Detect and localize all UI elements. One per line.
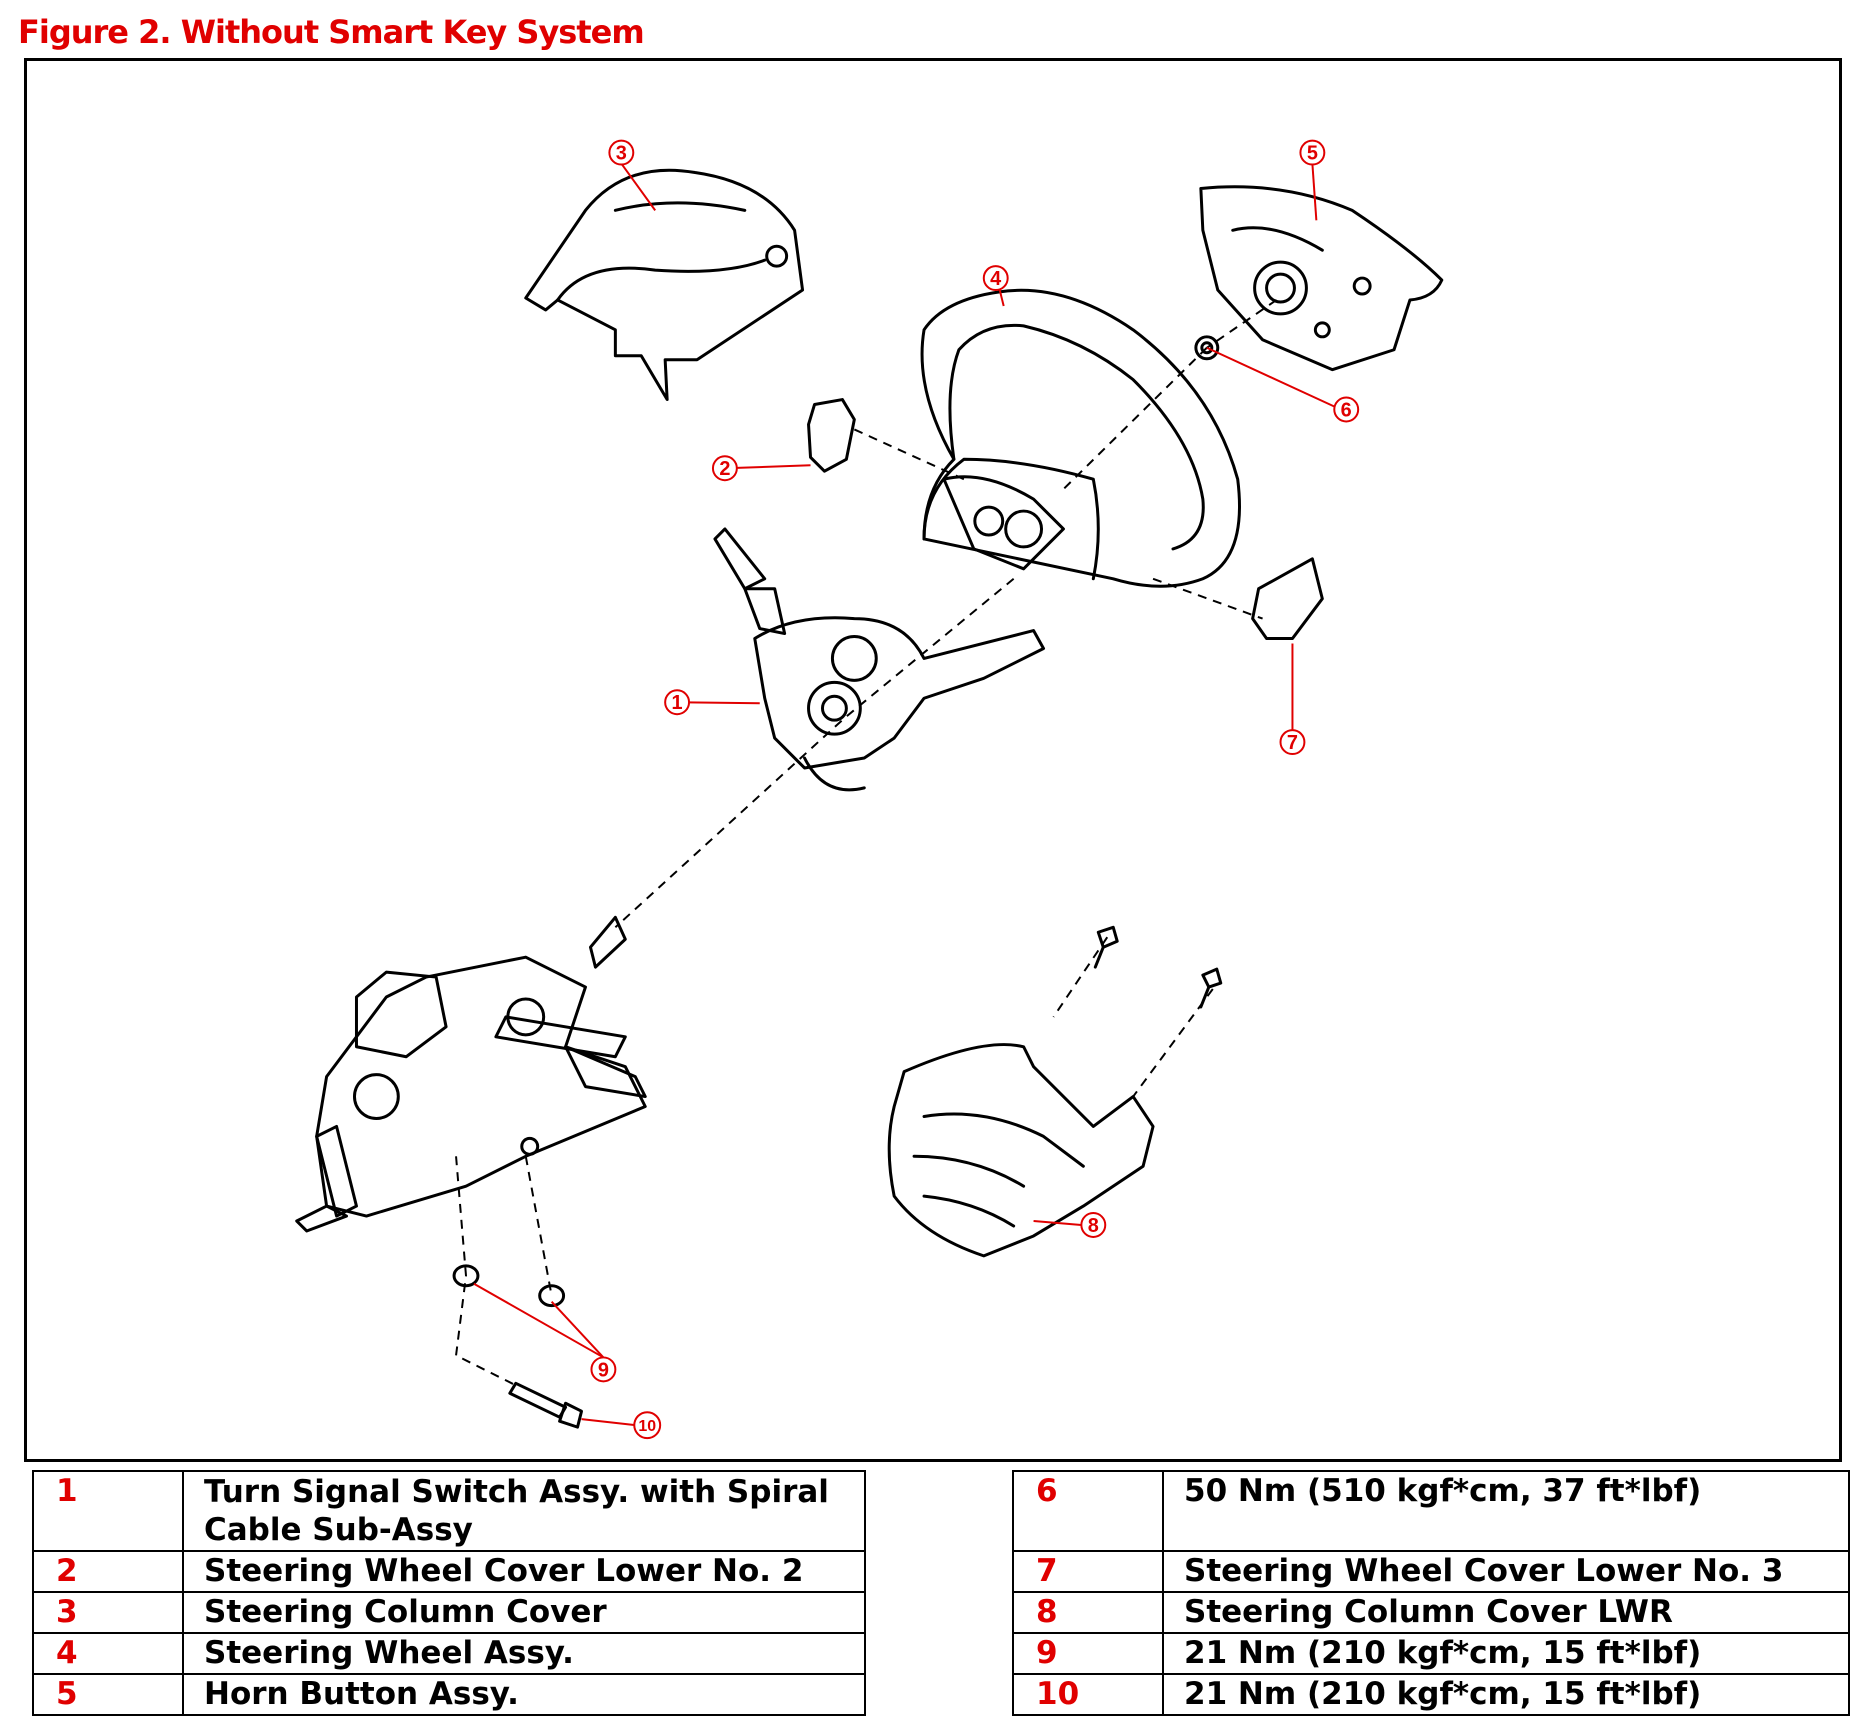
callout-5: 5 <box>1299 139 1326 166</box>
legend-description: Turn Signal Switch Assy. with Spiral Cab… <box>182 1470 866 1552</box>
svg-text:2: 2 <box>719 458 730 480</box>
legend-row: 6 50 Nm (510 kgf*cm, 37 ft*lbf) <box>1012 1470 1850 1552</box>
legend-table-left: 1 Turn Signal Switch Assy. with Spiral C… <box>32 1470 866 1716</box>
horn-button-part <box>1199 185 1444 372</box>
wheel-cover-lower-3-part <box>1251 557 1324 641</box>
legend-description: 21 Nm (210 kgf*cm, 15 ft*lbf) <box>1162 1673 1850 1716</box>
legend-number: 1 <box>32 1470 184 1552</box>
legend-description-text: Turn Signal Switch Assy. with Spiral Cab… <box>204 1474 829 1548</box>
legend-description: Steering Wheel Cover Lower No. 3 <box>1162 1550 1850 1593</box>
svg-text:10: 10 <box>638 1418 656 1435</box>
turn-signal-switch-part <box>713 527 1046 792</box>
legend-number: 7 <box>1012 1550 1164 1593</box>
legend-row: 10 21 Nm (210 kgf*cm, 15 ft*lbf) <box>1012 1673 1850 1716</box>
legend-row: 9 21 Nm (210 kgf*cm, 15 ft*lbf) <box>1012 1632 1850 1675</box>
svg-text:7: 7 <box>1287 732 1298 754</box>
callout-4: 4 <box>982 265 1009 292</box>
legend-number: 5 <box>32 1673 184 1716</box>
legend-description: Steering Column Cover LWR <box>1162 1591 1850 1634</box>
legend-description: Steering Wheel Assy. <box>182 1632 866 1675</box>
callout-1: 1 <box>664 689 691 716</box>
svg-text:8: 8 <box>1088 1215 1099 1237</box>
legend-number: 9 <box>1012 1632 1164 1675</box>
screw-part <box>1093 925 1223 1009</box>
callout-7: 7 <box>1279 729 1306 756</box>
callout-3: 3 <box>608 139 635 166</box>
legend-number: 10 <box>1012 1673 1164 1716</box>
diagram-frame: 3 5 4 6 2 1 7 8 9 10 <box>24 58 1842 1462</box>
steering-column-part <box>295 915 647 1233</box>
legend-description: 21 Nm (210 kgf*cm, 15 ft*lbf) <box>1162 1632 1850 1675</box>
callout-2: 2 <box>711 455 738 482</box>
callout-10: 10 <box>633 1411 662 1440</box>
legend-description: 50 Nm (510 kgf*cm, 37 ft*lbf) <box>1162 1470 1850 1552</box>
legend-number: 2 <box>32 1550 184 1593</box>
callout-8: 8 <box>1080 1212 1107 1238</box>
legend-row: 7 Steering Wheel Cover Lower No. 3 <box>1012 1550 1850 1593</box>
nut-6-part <box>1194 335 1220 361</box>
steering-column-cover-part <box>524 168 805 402</box>
callout-6: 6 <box>1333 396 1360 423</box>
column-cover-lower-part <box>887 1043 1155 1258</box>
svg-text:9: 9 <box>598 1359 609 1381</box>
bolt-10-part <box>508 1381 584 1429</box>
nut-9-part <box>452 1264 566 1308</box>
legend-number: 4 <box>32 1632 184 1675</box>
svg-text:1: 1 <box>672 692 683 714</box>
figure-title: Figure 2. Without Smart Key System <box>18 13 645 51</box>
legend-row: 3 Steering Column Cover <box>32 1591 866 1634</box>
callouts: 3 5 4 6 2 1 7 8 9 10 <box>590 139 1360 1440</box>
wheel-cover-lower-2-part <box>807 398 856 473</box>
legend-description: Steering Wheel Cover Lower No. 2 <box>182 1550 866 1593</box>
callout-9: 9 <box>590 1356 617 1383</box>
svg-text:3: 3 <box>616 143 627 165</box>
legend-number: 8 <box>1012 1591 1164 1634</box>
legend-table-right: 6 50 Nm (510 kgf*cm, 37 ft*lbf) 7 Steeri… <box>1012 1470 1850 1716</box>
legend-description: Steering Column Cover <box>182 1591 866 1634</box>
steering-wheel-part <box>920 288 1241 588</box>
legend-row: 5 Horn Button Assy. <box>32 1673 866 1716</box>
svg-text:6: 6 <box>1341 399 1352 421</box>
legend-row: 2 Steering Wheel Cover Lower No. 2 <box>32 1550 866 1593</box>
legend-number: 6 <box>1012 1470 1164 1552</box>
legend-description: Horn Button Assy. <box>182 1673 866 1716</box>
legend-number: 3 <box>32 1591 184 1634</box>
svg-text:5: 5 <box>1307 143 1318 165</box>
legend-row: 4 Steering Wheel Assy. <box>32 1632 866 1675</box>
exploded-view-diagram: 3 5 4 6 2 1 7 8 9 10 <box>295 139 1444 1440</box>
legend-row: 8 Steering Column Cover LWR <box>1012 1591 1850 1634</box>
legend-row: 1 Turn Signal Switch Assy. with Spiral C… <box>32 1470 866 1552</box>
svg-text:4: 4 <box>990 268 1001 290</box>
